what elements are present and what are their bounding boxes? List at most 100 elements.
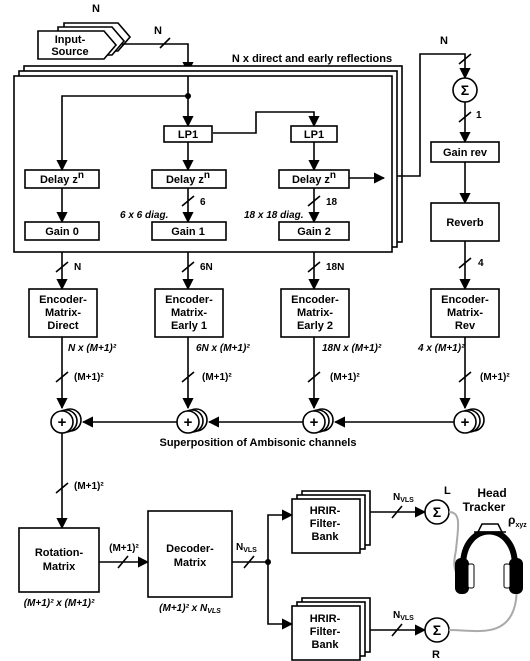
encoder-direct-dim: N x (M+1)² (68, 343, 117, 354)
line-to-hrir-right (267, 562, 294, 630)
bus-slash-p1 (181, 371, 195, 383)
bus-slash-rot-in (55, 482, 69, 494)
svg-text:Early 1: Early 1 (171, 320, 207, 332)
plus-0-in-ch: (M+1)² (74, 372, 104, 383)
input-bus-slash (159, 37, 171, 49)
delay2-count: 18 (326, 197, 338, 208)
reverb-out-count: 4 (478, 258, 484, 269)
lp1-filter-a (163, 125, 213, 143)
bus-slash-c2 (307, 261, 321, 273)
encoder-early-2: Encoder- Matrix- Early 2 18N x (M+1)² (280, 288, 382, 354)
svg-text:Bank: Bank (312, 639, 340, 651)
bus-slash-c0 (55, 261, 69, 273)
rotation-in-ch: (M+1)² (74, 481, 104, 492)
sum-out-count: 1 (476, 110, 482, 121)
line-to-hrir-left (267, 509, 294, 562)
plus-node-1: + (176, 408, 208, 434)
svg-text:Matrix-: Matrix- (171, 307, 207, 319)
reverb-in-count: N (440, 35, 448, 47)
svg-text:+: + (184, 414, 193, 431)
rotation-label-2: Matrix (43, 561, 76, 573)
svg-text:+: + (58, 414, 67, 431)
gain-box-0 (24, 221, 100, 241)
encoder-direct: Encoder- Matrix- Direct N x (M+1)² (28, 288, 117, 354)
sum-left-symbol: Σ (433, 504, 441, 520)
gain-rev-label: Gain rev (443, 147, 488, 159)
svg-text:Filter-: Filter- (310, 518, 341, 530)
bus-slash-rev-in (458, 53, 472, 65)
svg-text:Encoder-: Encoder- (441, 294, 489, 306)
lp1-filter-a-label: LP1 (178, 129, 198, 141)
svg-text:Encoder-: Encoder- (39, 294, 87, 306)
plus-node-3: + (453, 408, 485, 434)
input-count-label: N (92, 3, 100, 15)
bus-slash-sum-out (458, 111, 472, 123)
lp1-filter-b (290, 125, 338, 143)
gain-label-1: Gain 1 (171, 226, 205, 238)
encoder-0-in-count: N (74, 262, 81, 273)
gain-box-2 (278, 221, 350, 241)
gain-label-2: Gain 2 (297, 226, 331, 238)
bus-slash-hrir-r (391, 623, 403, 637)
encoder-1-in-count: 6N (200, 262, 213, 273)
input-source-label-2: Source (51, 46, 88, 58)
head-tracker-label-1: Head (477, 486, 506, 500)
bus-slash-rev-out (458, 257, 472, 269)
bus-slash-c1 (181, 261, 195, 273)
hrir-right-out-count: NVLS (393, 610, 414, 622)
bus-slash-p0 (55, 371, 69, 383)
hrir-filter-bank-right: HRIR- Filter- Bank (291, 597, 371, 661)
delay-label-1: Delay zn (166, 170, 210, 186)
gain-box-1 (151, 221, 227, 241)
gain-label-0: Gain 0 (45, 226, 79, 238)
delay-box-1 (151, 169, 227, 189)
svg-text:Encoder-: Encoder- (165, 294, 213, 306)
encoder-early-1-dim: 6N x (M+1)² (196, 343, 250, 354)
rotation-label-1: Rotation- (35, 547, 84, 559)
svg-text:Encoder-: Encoder- (291, 294, 339, 306)
svg-text:Early 2: Early 2 (297, 320, 333, 332)
plus-node-0: + (50, 408, 82, 434)
decoder-matrix-box (147, 510, 233, 598)
svg-text:Bank: Bank (312, 531, 340, 543)
delay-label-0: Delay zn (40, 170, 84, 186)
delay-label-2: Delay zn (292, 170, 336, 186)
line-to-delay0 (56, 95, 188, 172)
svg-text:Matrix-: Matrix- (297, 307, 333, 319)
reverb-label: Reverb (446, 217, 484, 229)
diag-label-2: 18 x 18 diag. (244, 210, 303, 221)
svg-text:HRIR-: HRIR- (310, 505, 341, 517)
bus-slash-p3 (458, 371, 472, 383)
input-source-label-1: Input- (55, 34, 86, 46)
diag-label-1: 6 x 6 diag. (120, 210, 168, 221)
plus-1-in-ch: (M+1)² (202, 372, 232, 383)
svg-text:Rev: Rev (455, 320, 476, 332)
rotation-out-ch: (M+1)² (109, 543, 139, 554)
head-tracker-label-2: Tracker (463, 500, 506, 514)
input-bus-count: N (154, 25, 162, 37)
head-tracker-rho: ρxyz (508, 513, 527, 529)
input-line (122, 43, 194, 74)
superposition-label: Superposition of Ambisonic channels (159, 437, 356, 449)
decoder-out-count: NVLS (236, 542, 257, 554)
bus-slash-rot-out (117, 555, 129, 569)
svg-text:+: + (310, 414, 319, 431)
bus-slash-nvls (243, 555, 255, 569)
bus-slash-d2 (307, 195, 321, 207)
head-tracker-icon (474, 523, 506, 533)
input-source-block: Input- Source N (37, 3, 132, 60)
bus-slash-hrir-l (391, 505, 403, 519)
encoder-early-1: Encoder- Matrix- Early 1 6N x (M+1)² (154, 288, 250, 354)
decoder-dim: (M+1)² x NVLS (159, 603, 221, 615)
bus-slash-p2 (307, 371, 321, 383)
decoder-label-2: Matrix (174, 557, 207, 569)
rotation-matrix-box (18, 527, 100, 593)
hrir-left-out-count: NVLS (393, 492, 414, 504)
plus-3-in-ch: (M+1)² (480, 372, 510, 383)
rotation-dim: (M+1)² x (M+1)² (24, 598, 95, 609)
line-lp1a-to-lp1b (213, 111, 320, 134)
delay1-count: 6 (200, 197, 206, 208)
encoder-rev: Encoder- Matrix- Rev 4 x (M+1)² (417, 288, 500, 354)
svg-text:HRIR-: HRIR- (310, 613, 341, 625)
